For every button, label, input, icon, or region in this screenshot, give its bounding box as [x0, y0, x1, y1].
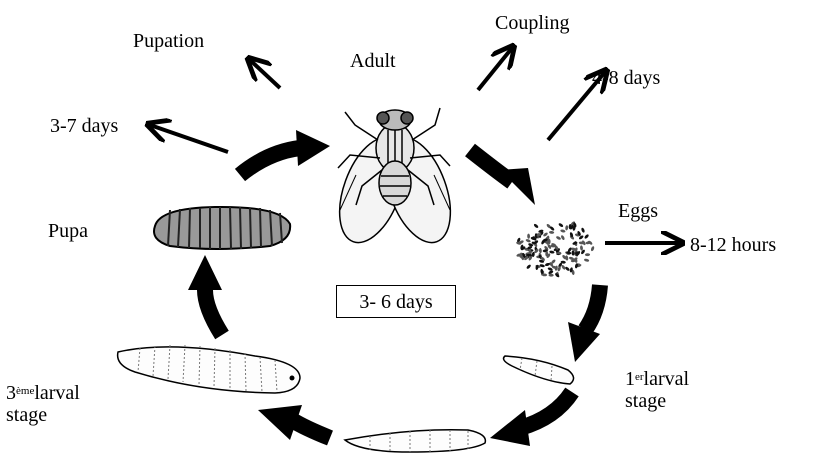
- egg: [548, 274, 553, 277]
- pupa-label: Pupa: [48, 220, 88, 242]
- egg: [525, 238, 531, 243]
- pupation-label: Pupation: [133, 30, 204, 52]
- egg: [560, 235, 565, 241]
- eggs-illustration: [516, 221, 595, 278]
- egg: [580, 245, 583, 251]
- 8-12-hours-label: 8-12 hours: [690, 234, 776, 256]
- cycle-arrow-eggs-to-first-larva: [568, 285, 600, 362]
- egg: [533, 223, 539, 229]
- cycle-arrow-first-to-second-larva: [490, 392, 572, 446]
- egg: [527, 234, 530, 239]
- first-larval-word: larval: [644, 368, 690, 390]
- cycle-arrow-adult-to-eggs: [470, 150, 535, 205]
- 3-7-days-label: 3-7 days: [50, 115, 118, 137]
- egg: [549, 231, 554, 234]
- third-larva-illustration: [118, 345, 300, 393]
- third-larval-superscript: ème: [16, 385, 34, 397]
- third-larval-number: 3: [6, 382, 16, 404]
- first-larva-illustration: [504, 356, 574, 384]
- egg: [581, 227, 586, 233]
- egg: [558, 222, 564, 227]
- arrow-to-3-7-days: [150, 125, 228, 152]
- first-larval-superscript: er: [635, 371, 644, 383]
- eggs-label: Eggs: [618, 200, 658, 222]
- egg: [526, 264, 532, 270]
- egg: [549, 250, 555, 254]
- egg: [584, 234, 590, 240]
- 4-8-days-label: 4-8 days: [592, 67, 660, 89]
- cycle-arrow-second-to-third-larva: [258, 405, 330, 440]
- egg: [565, 266, 571, 272]
- second-larva-illustration: [345, 430, 485, 452]
- third-larval-stage-word: stage: [6, 404, 47, 426]
- third-larval-stage-label: 3èmelarval stage: [6, 382, 80, 426]
- egg: [584, 258, 590, 262]
- center-duration-box: 3- 6 days: [336, 285, 456, 318]
- adult-fly-illustration: [327, 108, 463, 251]
- coupling-label: Coupling: [495, 12, 569, 34]
- egg: [565, 225, 568, 231]
- arrow-to-pupation: [250, 60, 280, 88]
- arrow-to-coupling: [478, 48, 512, 90]
- pupa-illustration: [154, 207, 290, 249]
- egg: [556, 236, 562, 241]
- first-larval-number: 1: [625, 368, 635, 390]
- cycle-arrow-pupa-to-adult: [240, 130, 330, 175]
- third-larval-word: larval: [34, 382, 80, 404]
- egg: [560, 229, 566, 233]
- egg: [585, 253, 590, 256]
- egg: [590, 246, 595, 252]
- first-larval-stage-label: 1erlarval stage: [625, 368, 689, 412]
- cycle-arrow-third-larva-to-pupa: [188, 255, 222, 335]
- first-larval-stage-word: stage: [625, 390, 666, 412]
- center-duration-text: 3- 6 days: [359, 291, 432, 313]
- egg: [572, 250, 575, 255]
- egg: [539, 248, 542, 253]
- adult-label: Adult: [350, 50, 396, 72]
